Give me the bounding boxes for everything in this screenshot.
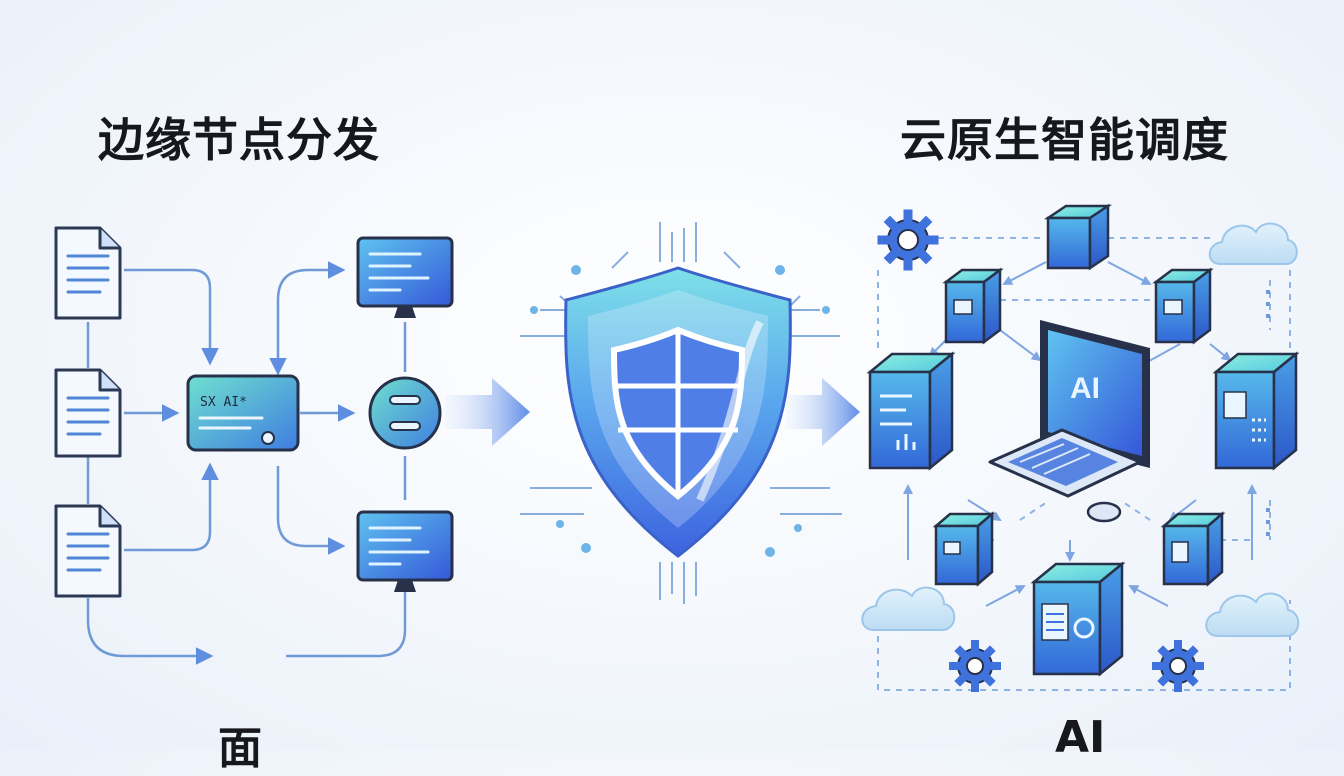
cloud-icon xyxy=(1205,592,1300,637)
title-cloud-scheduling: 云原生智能调度 xyxy=(900,113,1229,167)
monitor-icon xyxy=(356,236,454,318)
server-cube-icon xyxy=(942,267,1004,345)
document-icon xyxy=(54,504,122,598)
gear-icon xyxy=(1152,640,1204,692)
server-cube-icon xyxy=(1160,511,1226,587)
document-icon xyxy=(54,226,122,320)
cloud-icon xyxy=(1208,222,1298,265)
card-to-bottom-monitor-arrow xyxy=(276,466,346,555)
gear-icon xyxy=(949,640,1001,692)
bottom-route-line xyxy=(286,592,407,658)
flow-arrow-left xyxy=(445,378,530,446)
card-to-top-monitor-arrow xyxy=(276,261,346,362)
security-shield xyxy=(520,222,842,604)
doc-bottom-connector xyxy=(86,322,210,656)
cloud-icon xyxy=(861,586,956,631)
monitor-icon xyxy=(356,510,454,592)
server-cube-icon xyxy=(1030,561,1126,677)
title-edge-distribution: 边缘节点分发 xyxy=(98,113,380,167)
doc3-to-card-arrow xyxy=(124,462,219,552)
hub-node xyxy=(368,376,442,450)
edge-node-card: SX AI* xyxy=(186,374,300,452)
architecture-diagram: SX AI* xyxy=(54,203,1300,692)
ai-computer: AI xyxy=(988,320,1150,523)
gear-icon xyxy=(877,209,939,271)
document-icon xyxy=(54,368,122,458)
edge-distribution-panel: SX AI* xyxy=(54,226,454,658)
edge-card-label: SX AI* xyxy=(200,395,247,410)
server-cube-icon xyxy=(1152,267,1214,345)
flow-arrow-right xyxy=(786,378,860,446)
bottom-label-right: AI xyxy=(1055,712,1106,763)
server-cube-icon xyxy=(1043,203,1113,271)
bottom-label-left: 面 xyxy=(218,723,262,774)
doc1-to-card-arrow xyxy=(124,268,219,366)
server-cube-icon xyxy=(932,511,996,587)
server-cube-icon xyxy=(1212,351,1300,471)
server-cube-icon xyxy=(866,351,956,471)
monitor-ai-label: AI xyxy=(1070,372,1100,405)
cloud-scheduling-panel: AI xyxy=(861,203,1300,692)
